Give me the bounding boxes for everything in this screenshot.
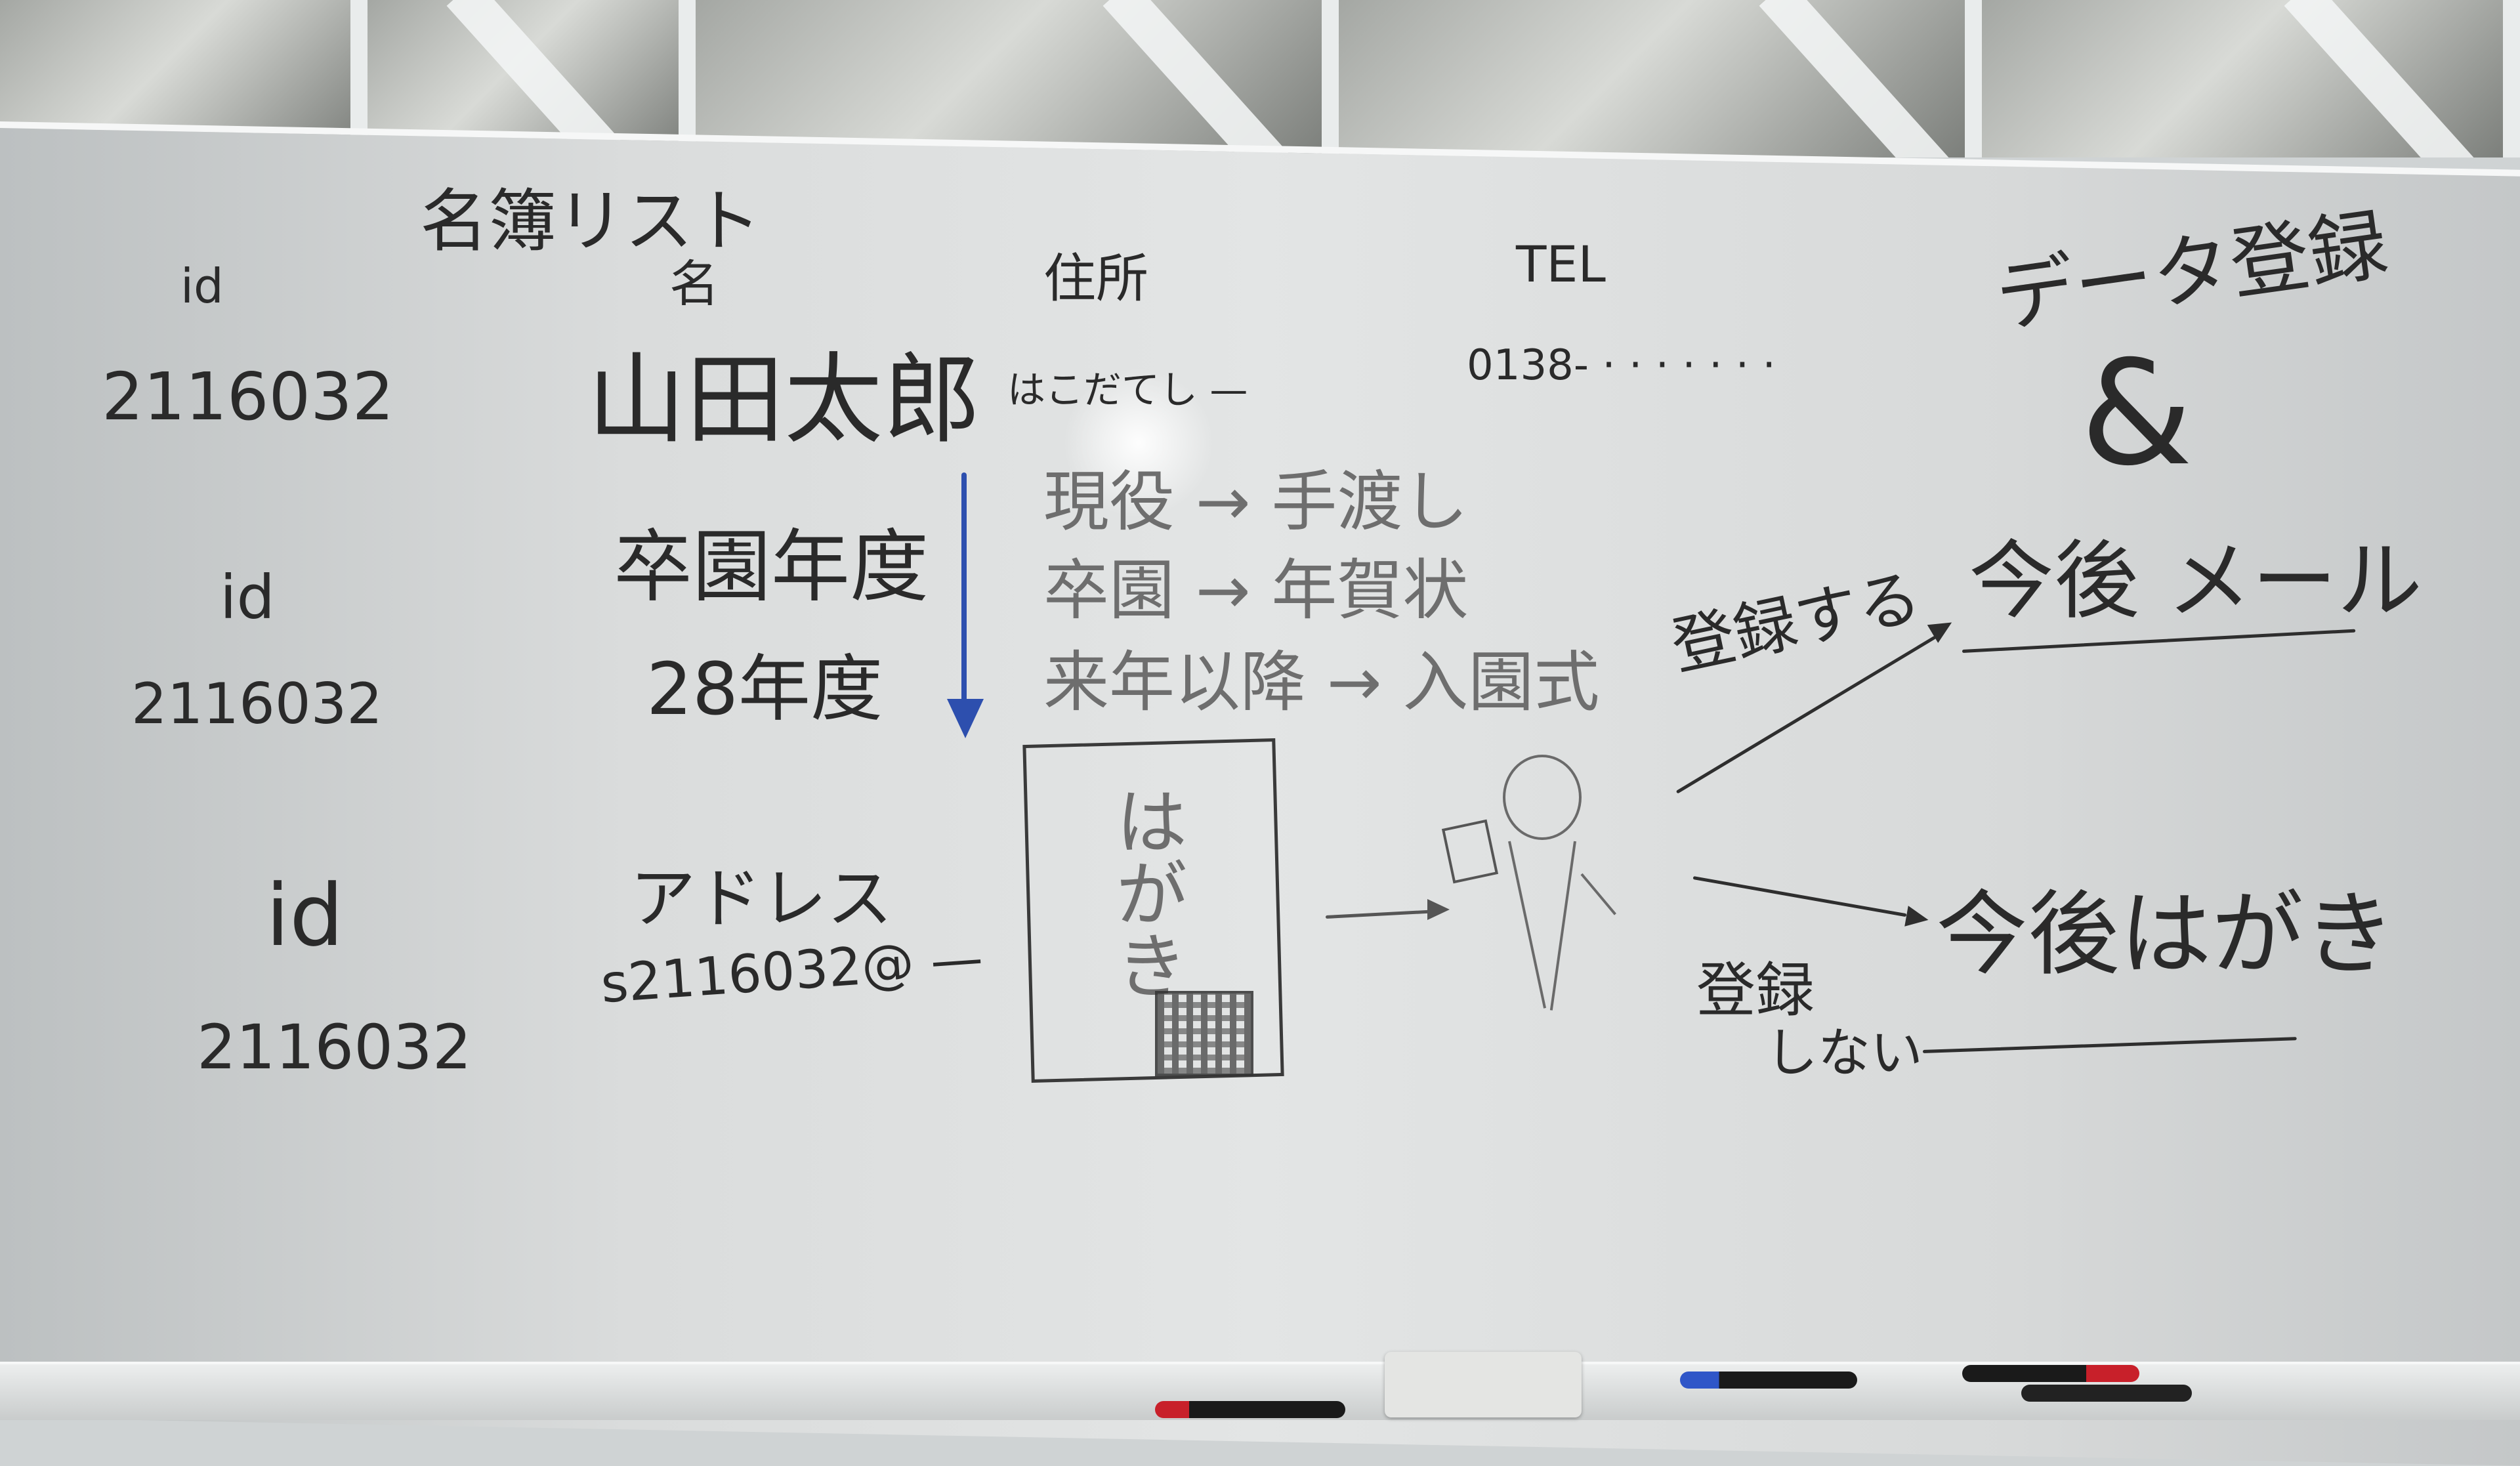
row1-address: はこだてし —	[1007, 367, 1248, 412]
future-hagaki-label: 今後はがき	[1936, 881, 2396, 988]
light-glare	[1063, 367, 1214, 518]
postcard-text: はがき	[1103, 784, 1187, 1001]
window-strip	[0, 0, 2520, 157]
red-marker[interactable]	[1962, 1365, 2139, 1382]
row1-name: 山田太郎	[587, 343, 982, 457]
register-no-label-1: 登録	[1696, 956, 1815, 1025]
flow-line-3: 来年以降 → 入園式	[1043, 644, 1600, 721]
person-head-icon	[1503, 755, 1582, 840]
row2-id-label: id	[220, 562, 275, 633]
eraser[interactable]	[1385, 1352, 1582, 1417]
future-mail-label: 今後 メール	[1969, 531, 2423, 631]
blue-arrow-head	[947, 699, 984, 738]
row3-id-label: id	[266, 866, 344, 965]
blue-marker[interactable]	[1680, 1372, 1857, 1389]
header-id: id	[180, 259, 224, 314]
ampersand: &	[2080, 329, 2193, 497]
row2-grad-label: 卒園年度	[614, 522, 929, 613]
row2-id: 2116032	[131, 671, 383, 737]
black-marker[interactable]	[2021, 1385, 2192, 1402]
row1-tel: 0138- · · · · · · ·	[1467, 341, 1776, 390]
register-no-label-2: しない	[1765, 1022, 1923, 1083]
list-title: 名簿リスト	[420, 181, 762, 261]
row2-grad-value: 28年度	[646, 647, 883, 731]
row3-id: 2116032	[197, 1012, 472, 1083]
flow-line-2: 卒園 → 年賀状	[1043, 552, 1469, 629]
header-tel: TEL	[1516, 235, 1606, 293]
row1-id: 2116032	[102, 358, 394, 435]
flow-line-1: 現役 → 手渡し	[1043, 463, 1469, 540]
header-name: 名	[669, 255, 719, 313]
row3-address-label: アドレス	[630, 860, 892, 937]
red-marker[interactable]	[1155, 1401, 1345, 1418]
header-address: 住所	[1043, 248, 1148, 309]
qr-code-icon	[1155, 991, 1253, 1076]
blue-arrow-shaft	[961, 472, 967, 709]
